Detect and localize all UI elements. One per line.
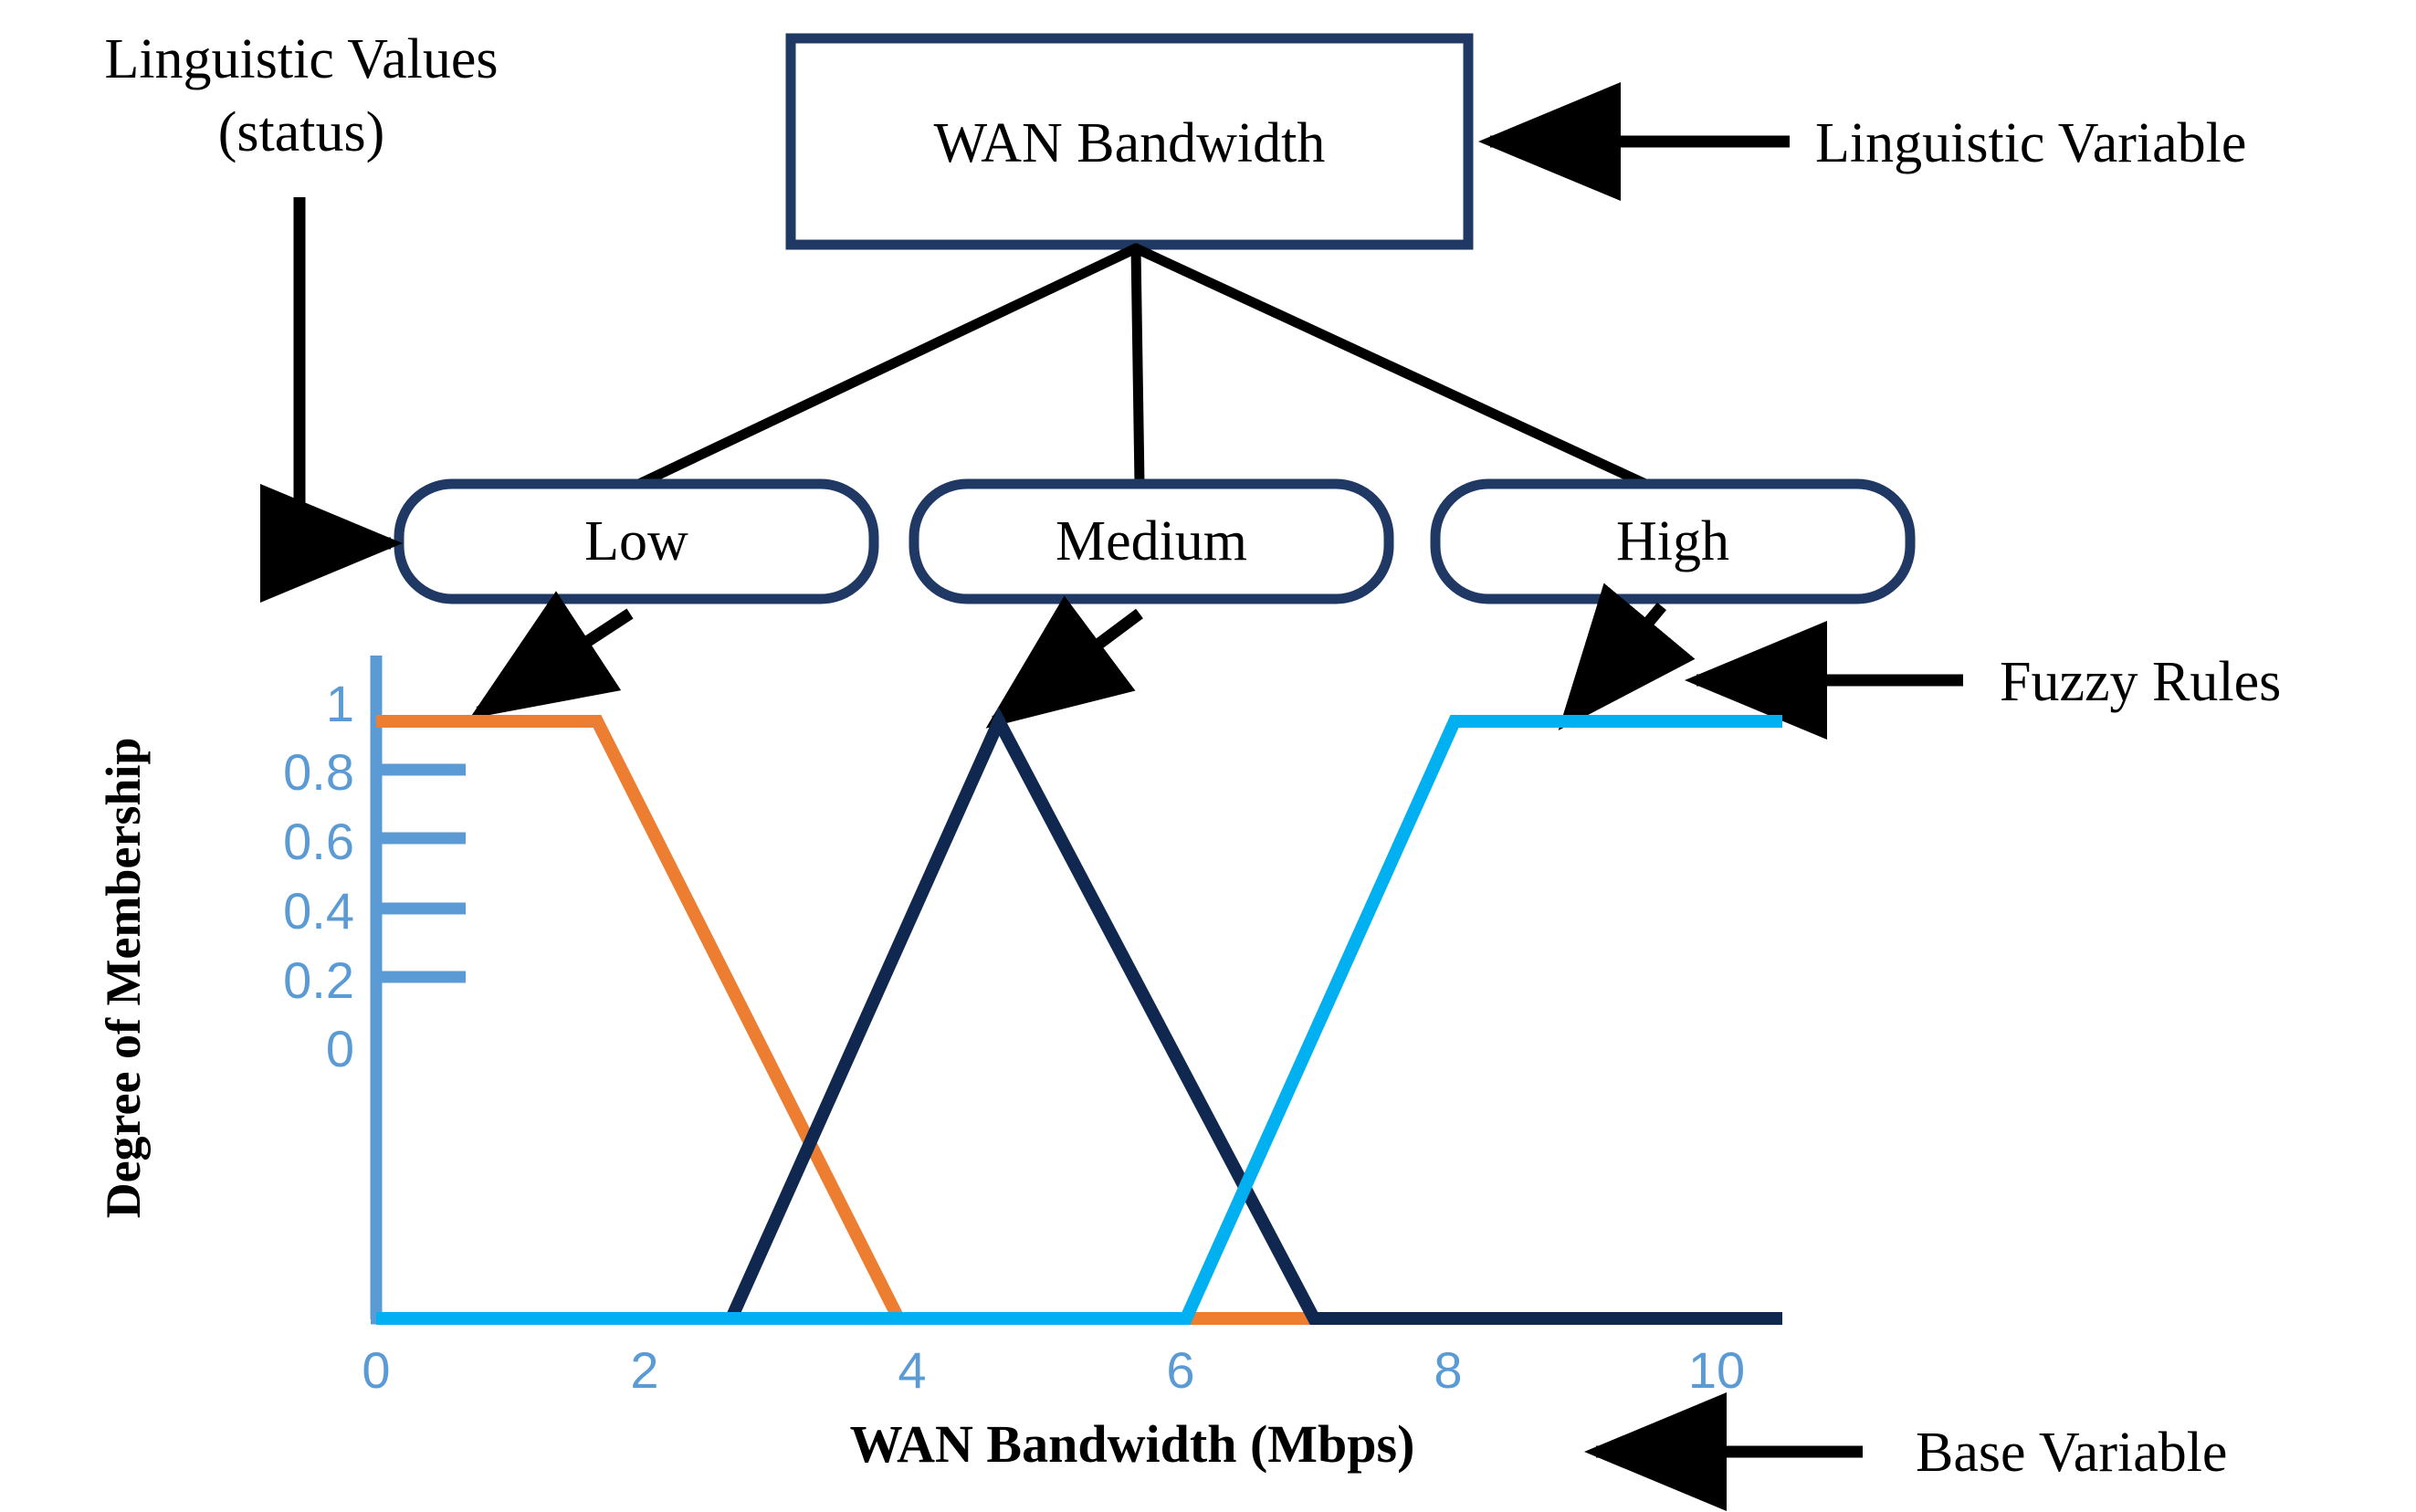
base-variable-label: Base Variable bbox=[1916, 1422, 2228, 1484]
x-tick-label-10: 10 bbox=[1687, 1341, 1746, 1399]
x-tick-label-0: 0 bbox=[362, 1341, 391, 1399]
wan-bandwidth-box-label: WAN Bandwidth bbox=[933, 112, 1326, 174]
x-tick-label-6: 6 bbox=[1166, 1341, 1195, 1399]
tree-connectors bbox=[634, 243, 1651, 489]
term-box-low-label: Low bbox=[584, 510, 688, 572]
membership-curve-medium bbox=[376, 707, 1782, 1325]
y-tick-label-0.8: 0.8 bbox=[283, 743, 354, 801]
linguistic-variable-label: Linguistic Variable bbox=[1815, 112, 2247, 174]
membership-curve-high bbox=[376, 715, 1782, 1325]
y-tick-label-0.2: 0.2 bbox=[283, 951, 354, 1009]
connector-medium bbox=[1130, 243, 1145, 489]
term-box-high-label: High bbox=[1616, 510, 1729, 572]
arrow-high-to-curve bbox=[1558, 583, 1696, 730]
linguistic-values-label-line2: (status) bbox=[217, 101, 385, 163]
x-tick-label-8: 8 bbox=[1434, 1341, 1463, 1399]
membership-curve-low bbox=[376, 715, 1782, 1325]
x-axis-title: WAN Bandwidth (Mbps) bbox=[849, 1414, 1415, 1474]
y-tick-label-0.6: 0.6 bbox=[283, 813, 354, 870]
connector-high bbox=[1130, 243, 1651, 489]
x-tick-label-2: 2 bbox=[630, 1341, 659, 1399]
term-box-medium-label: Medium bbox=[1055, 510, 1248, 572]
plot-axes bbox=[370, 656, 1782, 1325]
term-box-medium[interactable] bbox=[909, 478, 1394, 604]
arrow-medium-to-curve bbox=[985, 595, 1143, 729]
fuzzy-rules-label: Fuzzy Rules bbox=[2000, 651, 2282, 713]
connector-low bbox=[634, 243, 1141, 489]
y-tick-label-0.4: 0.4 bbox=[283, 882, 354, 940]
x-tick-label-4: 4 bbox=[898, 1341, 927, 1399]
arrow-low-to-curve bbox=[469, 591, 634, 719]
linguistic-values-pointer bbox=[260, 197, 403, 603]
linguistic-values-label-line1: Linguistic Values bbox=[104, 28, 499, 90]
y-tick-label-1: 1 bbox=[325, 675, 354, 732]
wan-bandwidth-box[interactable] bbox=[785, 33, 1474, 250]
y-tick-label-0: 0 bbox=[325, 1020, 354, 1077]
